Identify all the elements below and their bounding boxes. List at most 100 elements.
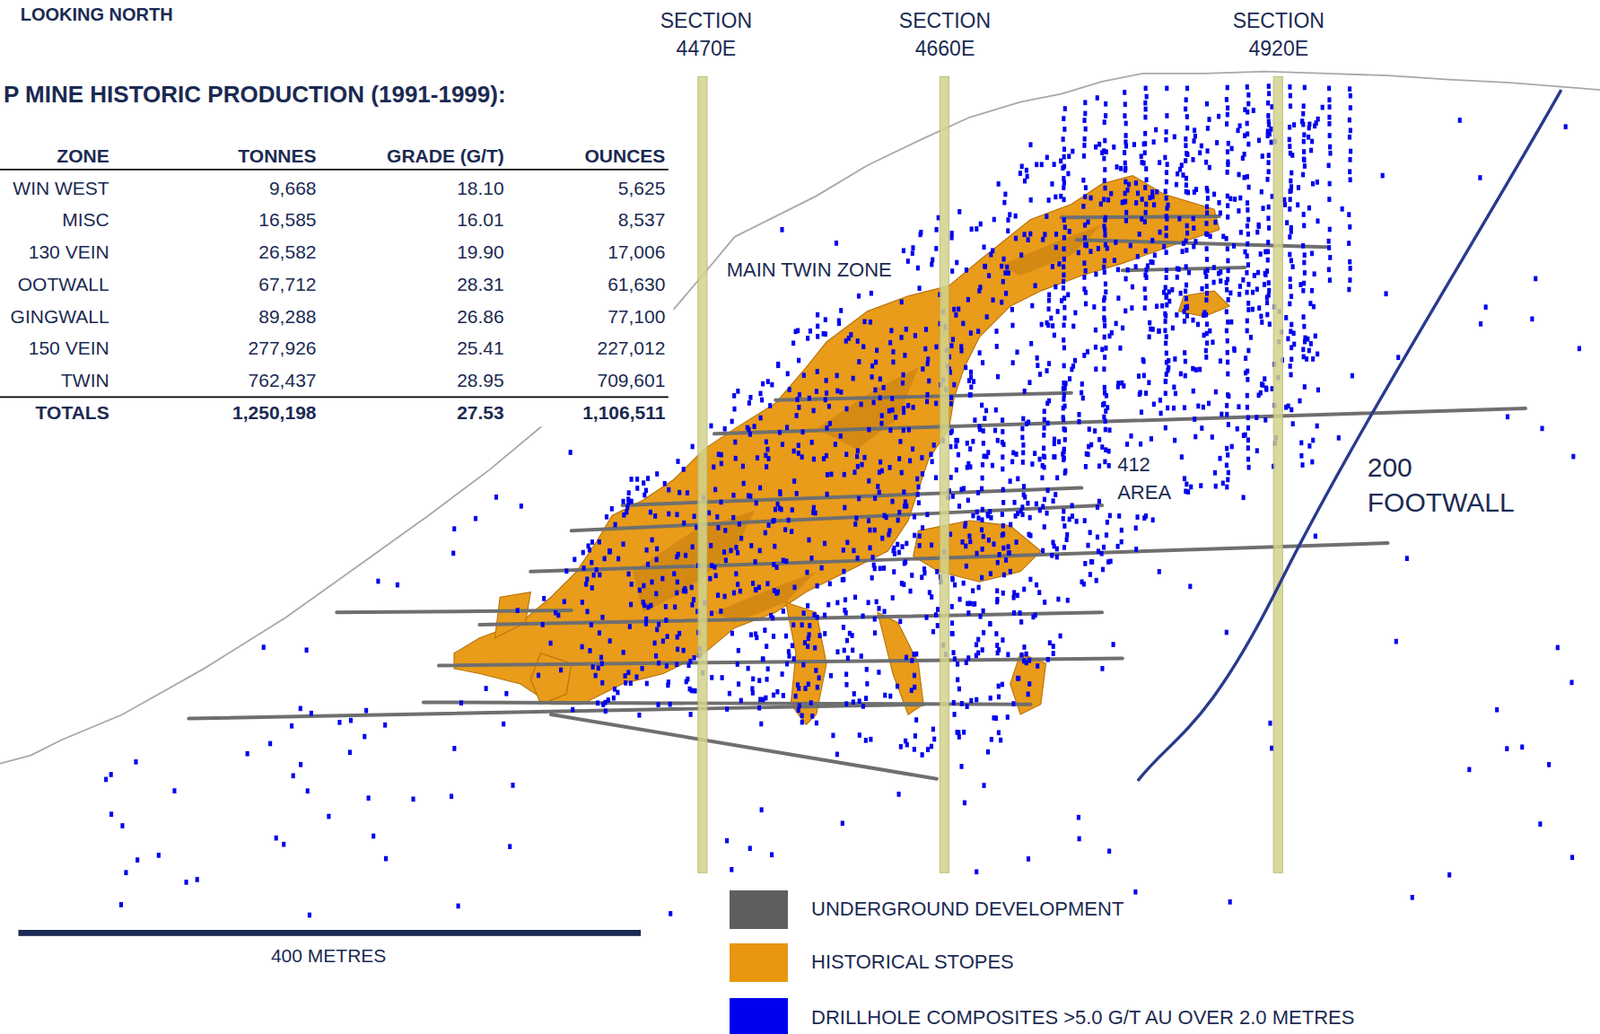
drillhole-composite — [1139, 216, 1144, 222]
drillhole-composite — [1147, 333, 1152, 340]
drillhole-composite — [1245, 84, 1250, 90]
drillhole-composite — [1101, 306, 1106, 312]
drillhole-composite — [646, 475, 650, 481]
drillhole-composite — [653, 640, 657, 647]
drillhole-composite — [1000, 681, 1005, 688]
drillhole-composite — [866, 599, 871, 605]
drillhole-composite — [1028, 515, 1032, 521]
drillhole-composite — [629, 581, 634, 587]
drillhole-composite — [612, 686, 617, 692]
drillhole-composite — [1158, 397, 1163, 403]
drillhole-composite — [1022, 491, 1026, 498]
drillhole-composite — [668, 701, 673, 708]
drillhole-composite — [685, 676, 690, 682]
drillhole-composite — [570, 707, 575, 713]
drillhole-composite — [1123, 139, 1128, 145]
drillhole-composite — [746, 665, 751, 672]
drillhole-composite — [864, 737, 868, 744]
drillhole-composite — [1101, 264, 1106, 271]
drillhole-composite — [595, 699, 600, 706]
drillhole-composite — [665, 633, 670, 639]
drillhole-composite — [1063, 437, 1067, 443]
drillhole-composite — [157, 852, 161, 858]
drillhole-composite — [779, 507, 784, 513]
drillhole-composite — [1164, 249, 1169, 255]
drillhole-composite — [1089, 559, 1093, 565]
drillhole-composite — [1246, 415, 1251, 421]
drillhole-composite — [1139, 153, 1144, 159]
drillhole-composite — [918, 542, 922, 549]
drillhole-composite — [1102, 269, 1107, 275]
drillhole-composite — [681, 647, 686, 654]
drillhole-composite — [1147, 194, 1152, 201]
drillhole-composite — [1051, 650, 1056, 656]
drillhole-composite — [900, 380, 905, 386]
drillhole-composite — [1283, 201, 1287, 208]
drillhole-composite — [1101, 544, 1106, 551]
drillhole-composite — [629, 602, 633, 608]
drillhole-composite — [1076, 411, 1081, 418]
drillhole-composite — [1225, 112, 1230, 118]
drillhole-composite — [876, 605, 881, 612]
drillhole-composite — [1266, 128, 1270, 134]
drillhole-composite — [1307, 205, 1312, 211]
drillhole-composite — [1246, 445, 1251, 451]
drillhole-composite — [1267, 90, 1271, 97]
drillhole-composite — [926, 356, 930, 362]
drillhole-composite — [689, 711, 693, 717]
drillhole-composite — [1238, 283, 1242, 289]
drillhole-composite — [1245, 368, 1250, 375]
drillhole-composite — [870, 575, 875, 581]
drillhole-composite — [1302, 354, 1306, 360]
drillhole-composite — [975, 509, 980, 516]
drillhole-composite — [914, 716, 919, 723]
drillhole-composite — [1087, 426, 1092, 432]
drillhole-composite — [995, 596, 999, 603]
drillhole-composite — [1204, 159, 1208, 166]
drillhole-composite — [1302, 252, 1307, 258]
drillhole-composite — [925, 399, 929, 405]
drillhole-composite — [1052, 543, 1057, 550]
drillhole-composite — [1191, 216, 1196, 222]
drillhole-composite — [1163, 425, 1168, 431]
drillhole-composite — [1250, 306, 1255, 313]
drillhole-composite — [1097, 463, 1102, 469]
drillhole-composite — [674, 554, 679, 560]
drillhole-composite — [626, 669, 630, 675]
drillhole-composite — [981, 440, 986, 446]
drillhole-composite — [1246, 300, 1251, 307]
drillhole-composite — [1014, 236, 1018, 242]
drillhole-composite — [835, 388, 840, 394]
drillhole-composite — [957, 209, 962, 215]
drillhole-composite — [1102, 119, 1107, 125]
drillhole-composite — [1191, 388, 1196, 394]
drillhole-composite — [1163, 285, 1168, 291]
drillhole-composite — [1350, 373, 1355, 379]
drillhole-composite — [1103, 215, 1108, 221]
drillhole-composite — [827, 403, 831, 410]
drillhole-composite — [732, 590, 736, 596]
drillhole-composite — [1042, 425, 1047, 431]
drillhole-composite — [1267, 159, 1271, 166]
drillhole-composite — [1236, 208, 1241, 214]
drillhole-composite — [291, 772, 296, 779]
drillhole-composite — [1166, 365, 1171, 371]
drillhole-composite — [796, 685, 801, 691]
drillhole-composite — [1097, 437, 1102, 443]
drillhole-composite — [1204, 273, 1208, 280]
drillhole-composite — [812, 456, 816, 463]
drillhole-composite — [1061, 263, 1066, 270]
drillhole-composite — [963, 543, 968, 550]
drillhole-composite — [653, 513, 657, 519]
drillhole-composite — [1010, 306, 1015, 313]
drillhole-composite — [766, 378, 770, 385]
drillhole-composite — [1021, 416, 1025, 422]
drillhole-composite — [1088, 529, 1093, 535]
drillhole-composite — [1224, 629, 1229, 636]
drillhole-composite — [956, 452, 961, 458]
drillhole-composite — [1224, 96, 1229, 103]
drillhole-composite — [807, 395, 812, 402]
drillhole-composite — [874, 599, 879, 605]
drillhole-composite — [674, 511, 679, 517]
drillhole-composite — [1046, 420, 1050, 427]
